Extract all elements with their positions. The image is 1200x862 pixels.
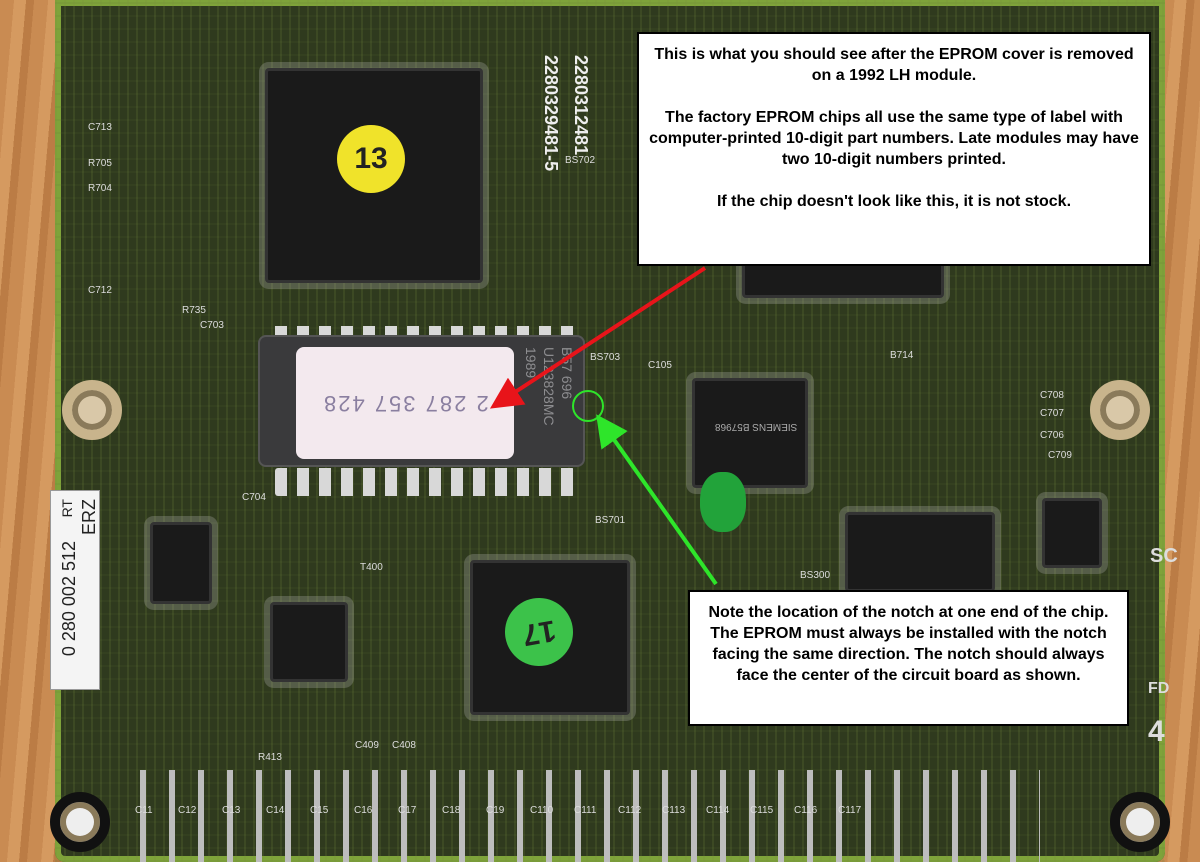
- silk-label: T400: [360, 562, 383, 573]
- silk-label: C112: [618, 805, 642, 816]
- silk-label: C712: [88, 285, 112, 296]
- board-number-2: 2280329481-5: [541, 55, 561, 172]
- silk-label: C15: [310, 805, 329, 816]
- sticker-13: 13: [337, 125, 405, 193]
- silk-label: C704: [242, 492, 266, 503]
- silk-label: C409: [355, 740, 379, 751]
- silk-label: R413: [258, 752, 282, 763]
- silk-label: C114: [706, 805, 730, 816]
- callout-text: The factory EPROM chips all use the same…: [649, 109, 1139, 168]
- red-arrow: [489, 266, 707, 409]
- silk-label: C116: [794, 805, 818, 816]
- silk-label: C14: [266, 805, 285, 816]
- silk-label: C709: [1048, 450, 1072, 461]
- mounting-hole-right: [1090, 380, 1150, 440]
- chip-small-right: [1042, 498, 1102, 568]
- connector-pins: [140, 770, 1040, 862]
- callout-text: This is what you should see after the EP…: [654, 46, 1134, 84]
- silk-label: C13: [222, 805, 241, 816]
- callout-text: Note the location of the notch at one en…: [708, 604, 1109, 684]
- silk-label: C19: [486, 805, 505, 816]
- chip-small-left: [150, 522, 212, 604]
- silk-label: C713: [88, 122, 112, 133]
- eprom-chip: 2 287 357 428 B57 696 U123828MC 1989: [258, 335, 585, 467]
- silk-label: B714: [890, 350, 914, 361]
- eprom-label: 2 287 357 428: [296, 347, 514, 459]
- callout-eprom-label: This is what you should see after the EP…: [637, 32, 1151, 266]
- silk-label: C113: [662, 805, 686, 816]
- plcc-chip-top: [265, 68, 483, 283]
- silk-label: BS701: [595, 515, 626, 526]
- mounting-hole-bottom-left: [50, 792, 110, 852]
- silk-label: C706: [1040, 430, 1064, 441]
- erz-label: ERZ RT 0 280 002 512: [50, 490, 100, 690]
- silk-label: C110: [530, 805, 554, 816]
- silk-label: C105: [648, 360, 672, 371]
- silk-label: C16: [354, 805, 373, 816]
- siemens-chip: SIEMENS B57968: [692, 378, 808, 488]
- capacitor-green: [700, 472, 746, 532]
- eprom-pins-top: [275, 326, 575, 336]
- silk-label: C18: [442, 805, 461, 816]
- silk-label: C12: [178, 805, 197, 816]
- silk-label: 4: [1148, 715, 1165, 748]
- mounting-hole-bottom-right: [1110, 792, 1170, 852]
- silk-label: C111: [574, 805, 597, 816]
- silk-label: C703: [200, 320, 224, 331]
- silk-label: BS300: [800, 570, 831, 581]
- silk-label: BS702: [565, 155, 596, 166]
- silk-label: FD: [1148, 680, 1170, 697]
- silk-label: SC: [1150, 545, 1178, 567]
- callout-notch: Note the location of the notch at one en…: [688, 590, 1129, 726]
- silk-label: R705: [88, 158, 112, 169]
- notch-highlight-circle: [572, 390, 604, 422]
- board-number-1: 2280312481: [571, 55, 591, 156]
- silk-label: C408: [392, 740, 416, 751]
- mounting-hole-left: [62, 380, 122, 440]
- silk-label: C707: [1040, 408, 1064, 419]
- silk-label: C17: [398, 805, 417, 816]
- green-arrow: [596, 414, 718, 586]
- silk-label: R704: [88, 183, 112, 194]
- silk-label: R735: [182, 305, 206, 316]
- silk-label: C11: [135, 805, 153, 816]
- silk-label: BS703: [590, 352, 621, 363]
- silk-label: C708: [1040, 390, 1064, 401]
- chip-small-center: [270, 602, 348, 682]
- callout-text: If the chip doesn't look like this, it i…: [716, 193, 1072, 210]
- eprom-pins-bottom: [275, 468, 575, 496]
- silk-label: C117: [838, 805, 862, 816]
- chip-top-right: [742, 260, 944, 298]
- silk-label: C115: [750, 805, 774, 816]
